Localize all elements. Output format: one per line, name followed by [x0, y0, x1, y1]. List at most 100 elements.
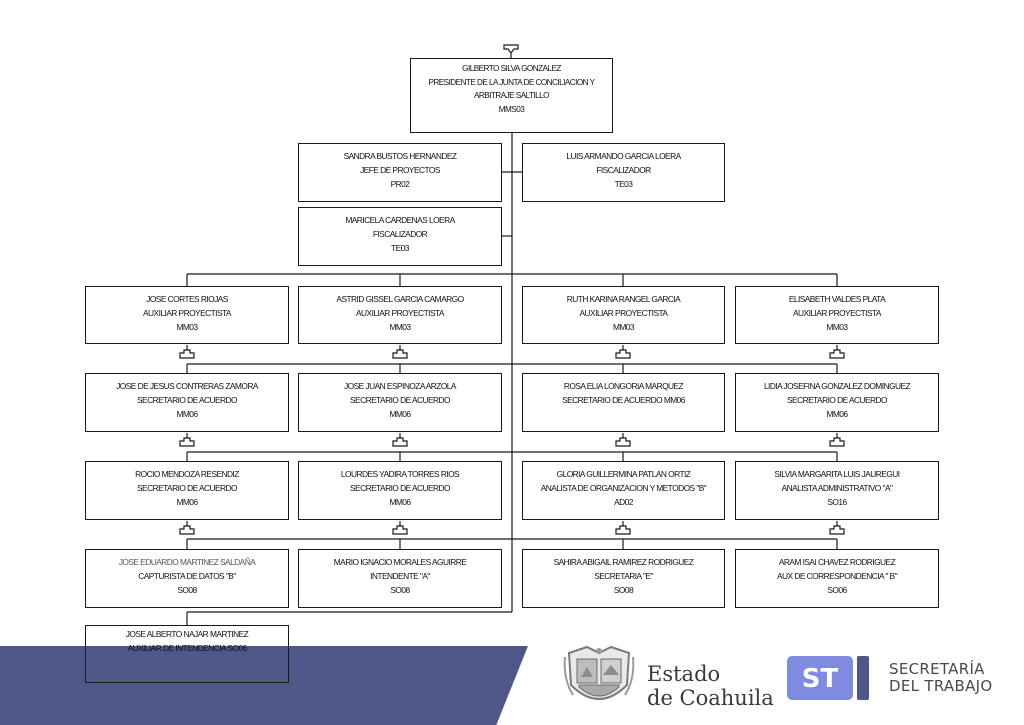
position-title: AUX DE CORRESPONDENCIA " B" — [776, 571, 898, 581]
org-box-employee[interactable]: MARIO IGNACIO MORALES AGUIRRE INTENDENTE… — [298, 549, 502, 608]
position-title: FISCALIZADOR — [596, 165, 651, 175]
expand-toggle-icon[interactable] — [179, 521, 195, 535]
employee-name: LUIS ARMANDO GARCIA LOERA — [566, 151, 681, 161]
secretaria-del-trabajo-logo-icon: ST — [787, 656, 869, 700]
footer-band — [0, 646, 528, 725]
coahuila-coat-of-arms-icon — [563, 645, 635, 700]
expand-toggle-icon[interactable] — [615, 521, 631, 535]
position-title: AUXILIAR PROYECTISTA — [579, 308, 669, 318]
position-title: SECRETARIO DE ACUERDO — [350, 395, 451, 405]
expand-toggle-icon[interactable] — [829, 521, 845, 535]
logo-line: SECRETARÍA — [889, 660, 985, 678]
org-box-employee[interactable]: SILVIA MARGARITA LUIS JAUREGUI ANALISTA … — [735, 461, 939, 520]
employee-name: JOSE ALBERTO NAJAR MARTINEZ — [125, 629, 249, 639]
employee-name: JOSE EDUARDO MARTINEZ SALDAÑA — [118, 557, 256, 567]
org-box-employee[interactable]: ELISABETH VALDES PLATA AUXILIAR PROYECTI… — [735, 286, 939, 344]
collapse-toggle-icon[interactable] — [503, 44, 519, 58]
employee-name: LOURDES YADIRA TORRES RIOS — [340, 469, 460, 479]
employee-name: MARIO IGNACIO MORALES AGUIRRE — [333, 557, 467, 567]
org-box-president[interactable]: GILBERTO SILVA GONZALEZ PRESIDENTE DE LA… — [410, 58, 613, 133]
org-box-staff[interactable]: LUIS ARMANDO GARCIA LOERA FISCALIZADOR T… — [522, 143, 725, 202]
employee-name: JOSE JUAN ESPINOZA ARZOLA — [344, 381, 456, 391]
position-title: JEFE DE PROYECTOS — [360, 165, 440, 175]
position-code: MMS03 — [498, 104, 525, 114]
position-code: PR02 — [390, 179, 410, 189]
org-box-employee[interactable]: JOSE ALBERTO NAJAR MARTINEZ AUXILIAR DE … — [85, 625, 289, 683]
org-box-employee[interactable]: RUTH KARINA RANGEL GARCIA AUXILIAR PROYE… — [522, 286, 725, 344]
position-title: SECRETARIO DE ACUERDO — [787, 395, 888, 405]
position-code: MM03 — [612, 322, 635, 332]
expand-toggle-icon[interactable] — [179, 433, 195, 447]
position-title: ANALISTA DE ORGANIZACION Y METODOS "B" — [540, 483, 707, 493]
position-title: INTENDENTE "A" — [370, 571, 430, 581]
expand-toggle-icon[interactable] — [615, 345, 631, 359]
employee-name: ASTRID GISSEL GARCIA CAMARGO — [336, 294, 464, 304]
position-title: ARBITRAJE SALTILLO — [473, 91, 550, 100]
employee-name: RUTH KARINA RANGEL GARCIA — [566, 294, 681, 304]
org-box-employee[interactable]: JOSE EDUARDO MARTINEZ SALDAÑA CAPTURISTA… — [85, 549, 289, 608]
position-title: CAPTURISTA DE DATOS "B" — [138, 571, 236, 581]
estado-de-coahuila-logo-text: Estado de Coahuila — [647, 662, 774, 710]
position-code: MM06 — [176, 409, 198, 419]
position-title: AUXILIAR PROYECTISTA — [356, 308, 445, 318]
position-code: SO08 — [177, 585, 197, 595]
position-title: SECRETARIO DE ACUERDO — [350, 483, 451, 493]
org-box-employee[interactable]: JOSE DE JESUS CONTRERAS ZAMORA SECRETARI… — [85, 373, 289, 432]
position-title: SECRETARIO DE ACUERDO MM06 — [562, 395, 685, 405]
position-title: FISCALIZADOR — [372, 229, 428, 239]
employee-name: JOSE DE JESUS CONTRERAS ZAMORA — [116, 381, 258, 391]
position-code: MM06 — [389, 497, 411, 507]
logo-line: Estado — [647, 662, 721, 686]
expand-toggle-icon[interactable] — [829, 433, 845, 447]
position-title: PRESIDENTE DE LA JUNTA DE CONCILIACION Y — [428, 77, 595, 87]
employee-name: LIDIA JOSEFINA GONZALEZ DOMINGUEZ — [763, 381, 911, 391]
position-code: MM06 — [826, 409, 848, 419]
expand-toggle-icon[interactable] — [392, 345, 408, 359]
org-box-employee[interactable]: ROCIO MENDOZA RESENDIZ SECRETARIO DE ACU… — [85, 461, 289, 520]
org-box-employee[interactable]: JOSE CORTES RIOJAS AUXILIAR PROYECTISTA … — [85, 286, 289, 344]
connector-lines — [186, 133, 838, 625]
st-logo-letters: ST — [802, 664, 839, 694]
expand-toggle-icon[interactable] — [615, 433, 631, 447]
expand-toggle-icon[interactable] — [392, 521, 408, 535]
position-code: MM03 — [389, 322, 411, 332]
org-box-employee[interactable]: GLORIA GUILLERMINA PATLAN ORTIZ ANALISTA… — [522, 461, 725, 520]
expand-toggle-icon[interactable] — [179, 345, 195, 359]
employee-name: ARAM ISAI CHAVEZ RODRIGUEZ — [778, 557, 896, 567]
logo-line: DEL TRABAJO — [889, 677, 993, 695]
position-title: AUXILIAR DE INTENDENCIA SO06 — [127, 643, 247, 653]
org-box-employee[interactable]: ASTRID GISSEL GARCIA CAMARGO AUXILIAR PR… — [298, 286, 502, 344]
employee-name: GLORIA GUILLERMINA PATLAN ORTIZ — [556, 469, 691, 479]
org-box-employee[interactable]: ROSA ELIA LONGORIA MARQUEZ SECRETARIO DE… — [522, 373, 725, 432]
position-title: SECRETARIO DE ACUERDO — [137, 483, 238, 493]
employee-name: JOSE CORTES RIOJAS — [146, 294, 228, 304]
position-code: MM03 — [826, 322, 848, 332]
employee-name: SANDRA BUSTOS HERNANDEZ — [343, 151, 457, 161]
employee-name: GILBERTO SILVA GONZALEZ — [462, 64, 561, 73]
expand-toggle-icon[interactable] — [829, 345, 845, 359]
position-code: SO08 — [613, 585, 634, 595]
org-box-employee[interactable]: LOURDES YADIRA TORRES RIOS SECRETARIO DE… — [298, 461, 502, 520]
org-box-employee[interactable]: JOSE JUAN ESPINOZA ARZOLA SECRETARIO DE … — [298, 373, 502, 432]
position-code: SO16 — [827, 497, 847, 507]
org-box-employee[interactable]: LIDIA JOSEFINA GONZALEZ DOMINGUEZ SECRET… — [735, 373, 939, 432]
position-code: TE03 — [614, 179, 633, 189]
employee-name: SAHIRA ABIGAIL RAMIREZ RODRIGUEZ — [553, 557, 694, 567]
employee-name: ELISABETH VALDES PLATA — [788, 294, 886, 304]
org-box-employee[interactable]: ARAM ISAI CHAVEZ RODRIGUEZ AUX DE CORRES… — [735, 549, 939, 608]
position-code: MM06 — [389, 409, 411, 419]
position-code: MM03 — [176, 322, 198, 332]
position-title: AUXILIAR PROYECTISTA — [793, 308, 882, 318]
employee-name: MARICELA CARDENAS LOERA — [345, 215, 455, 225]
org-box-staff[interactable]: SANDRA BUSTOS HERNANDEZ JEFE DE PROYECTO… — [298, 143, 502, 202]
org-box-employee[interactable]: SAHIRA ABIGAIL RAMIREZ RODRIGUEZ SECRETA… — [522, 549, 725, 608]
employee-name: SILVIA MARGARITA LUIS JAUREGUI — [774, 469, 900, 479]
position-code: AD02 — [614, 497, 633, 507]
position-title: SECRETARIA "E" — [594, 571, 653, 581]
position-code: SO06 — [827, 585, 847, 595]
org-box-staff[interactable]: MARICELA CARDENAS LOERA FISCALIZADOR TE0… — [298, 207, 502, 266]
position-title: ANALISTA ADMINISTRATIVO "A" — [781, 483, 893, 493]
secretaria-del-trabajo-logo-text: SECRETARÍA DEL TRABAJO — [889, 661, 992, 695]
position-title: AUXILIAR PROYECTISTA — [143, 308, 232, 318]
expand-toggle-icon[interactable] — [392, 433, 408, 447]
